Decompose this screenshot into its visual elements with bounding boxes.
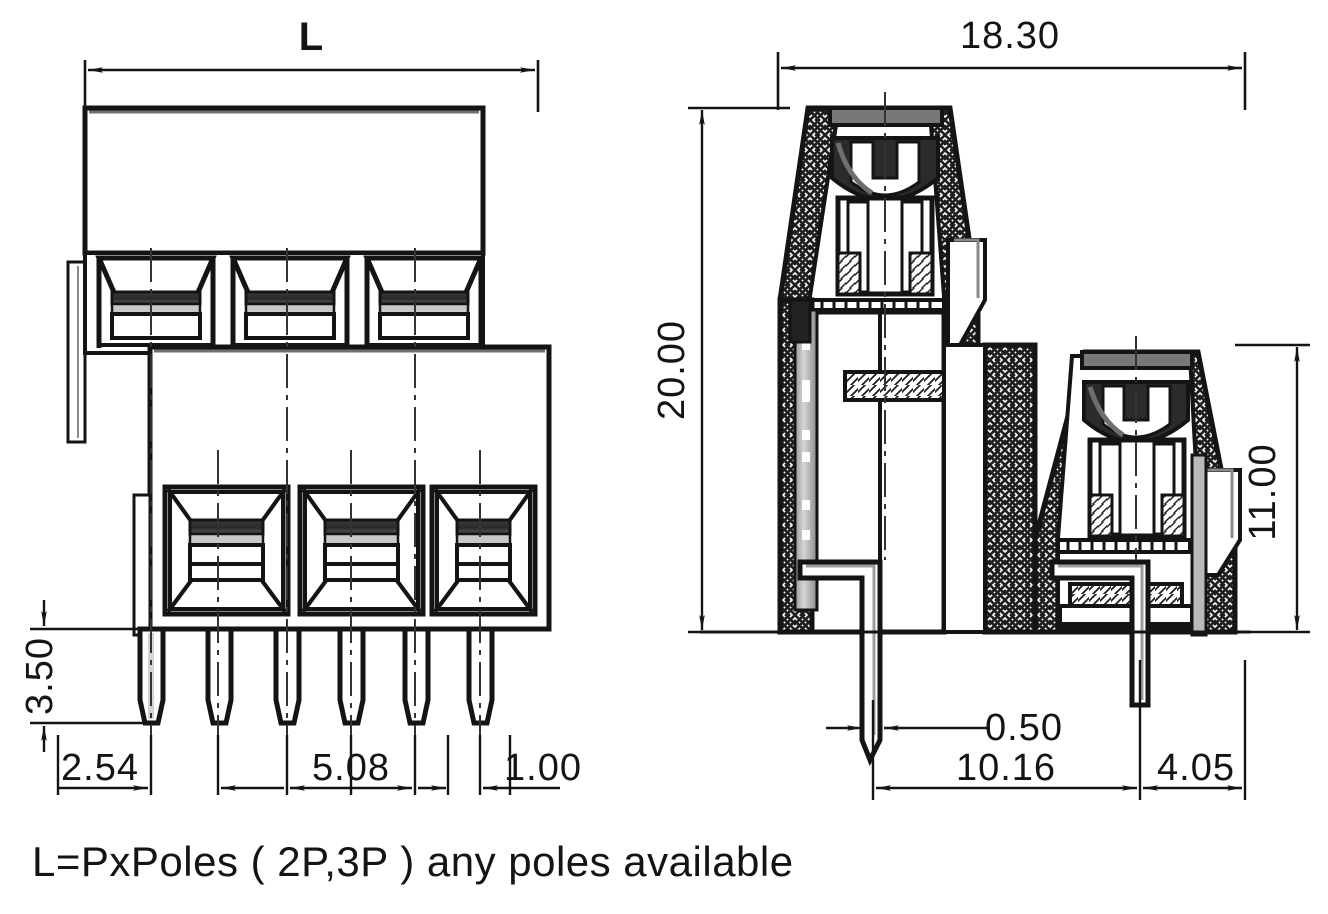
metal-rail-upper <box>788 298 819 612</box>
dim-bottom-chain: 2.54 5.08 1.00 <box>56 735 582 795</box>
drawing-caption: L=PxPoles ( 2P,3P ) any poles available <box>32 838 794 885</box>
section-centrelines <box>884 92 1137 560</box>
dim-pinwidth-1-00-label: 1.00 <box>504 747 582 789</box>
section-lower-body <box>777 297 1038 635</box>
section-pin-lower <box>1049 559 1151 708</box>
dim-overall-length: L <box>83 15 540 112</box>
pcb-pin-2 <box>205 626 234 726</box>
dim-standoff-3-50-label: 3.50 <box>19 637 61 715</box>
side-section-view: 18.30 20.00 11.00 <box>651 15 1310 800</box>
front-centrelines <box>150 248 481 770</box>
dim-standoff-3-50: 3.50 <box>19 600 150 752</box>
dim-pitch-5-08-label: 5.08 <box>312 747 390 789</box>
section-lower-deck <box>1032 349 1242 637</box>
front-upper-housing <box>82 105 486 256</box>
dim-width-18-30: 18.30 <box>776 15 1247 110</box>
pcb-pin-5 <box>402 626 431 726</box>
dim-rowspacing-10-16: 10.16 <box>876 747 1137 791</box>
dim-pitch-5-08: 5.08 <box>290 747 412 791</box>
wire-opening-upper-1 <box>95 255 217 348</box>
dim-edge-2-54-label: 2.54 <box>61 747 139 789</box>
dim-pinthk-0-50-label: 0.50 <box>985 707 1063 749</box>
dim-bottom-chain-section: 10.16 4.05 <box>871 660 1247 800</box>
dim-height-11-00: 11.00 <box>1235 343 1310 634</box>
dim-edge-2-54: 2.54 <box>58 747 148 791</box>
dim-height-20-00: 20.00 <box>651 106 790 634</box>
dim-overall-length-label: L <box>299 15 323 59</box>
dim-height-20-00-label: 20.00 <box>651 320 693 420</box>
wire-opening-upper-2 <box>229 255 351 348</box>
wire-opening-lower-2 <box>297 484 426 617</box>
dim-pinwidth-1-00: 1.00 <box>483 747 582 791</box>
contact-strip-lower <box>1056 538 1192 554</box>
front-lower-tier <box>162 484 538 617</box>
dim-height-11-00-label: 11.00 <box>1242 443 1284 540</box>
wire-opening-lower-3 <box>429 484 538 617</box>
front-elevation-view: L <box>19 15 582 795</box>
dim-rearoffset-4-05: 4.05 <box>1143 747 1242 791</box>
wire-opening-upper-3 <box>363 255 485 348</box>
contact-strip-upper <box>810 298 946 312</box>
dim-rearoffset-4-05-label: 4.05 <box>1157 747 1235 789</box>
front-upper-tier <box>83 251 485 355</box>
front-left-flange <box>66 260 87 444</box>
dim-rowspacing-10-16-label: 10.16 <box>956 747 1056 789</box>
wire-opening-lower-1 <box>162 484 291 617</box>
dim-width-18-30-label: 18.30 <box>960 15 1060 57</box>
dim-pinthk-0-50: 0.50 <box>826 707 1063 749</box>
